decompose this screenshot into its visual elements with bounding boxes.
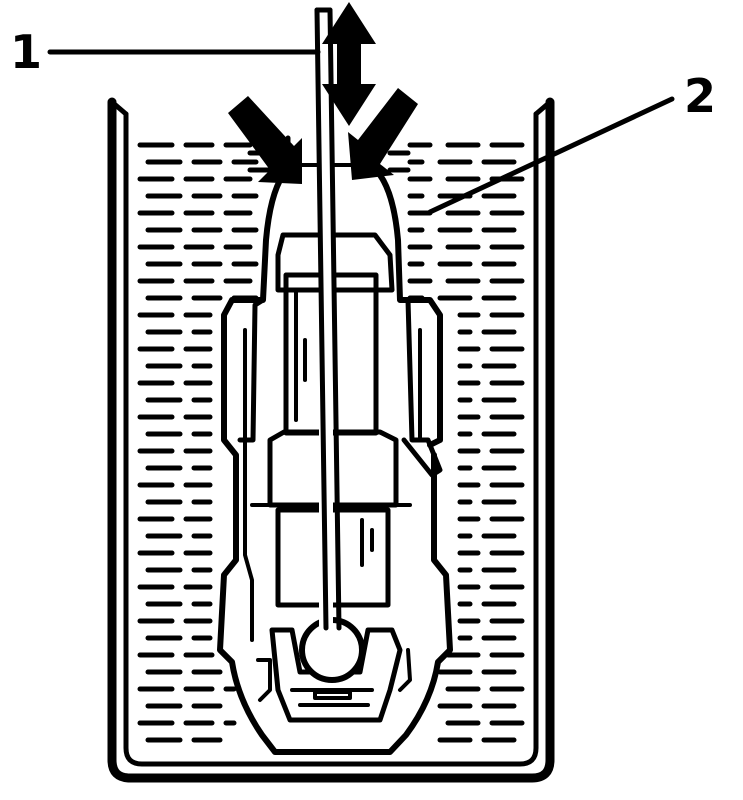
push-rod <box>314 7 342 631</box>
fluid-hatching <box>137 142 525 743</box>
pressure-arrow-left <box>228 96 302 184</box>
up-down-arrow <box>322 2 376 126</box>
callout-2-leader <box>427 96 675 215</box>
fluid-container <box>107 97 555 783</box>
pressure-arrow-right <box>348 88 418 180</box>
callout-1-label: 1 <box>10 25 42 79</box>
callout-2-label: 2 <box>684 69 716 123</box>
